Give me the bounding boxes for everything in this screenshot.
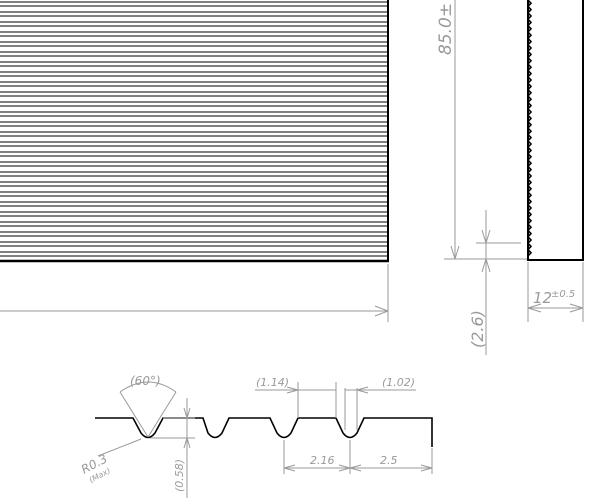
groove-detail: (60°) R0.3 (Max) (0.58) (1.14) (1.02) 2.… <box>79 374 433 498</box>
pitch-small-label: 2.16 <box>310 454 335 467</box>
offset-dimension-arrow-bottom <box>481 258 491 273</box>
thickness-tolerance-label: ±0.5 <box>551 289 575 300</box>
groove-lines <box>0 1 388 257</box>
bottom-width-label: (1.02) <box>382 376 415 389</box>
height-dimension-arrow <box>450 245 460 260</box>
width-dimension-arrow <box>374 305 389 317</box>
pitch-large-label: 2.5 <box>380 454 398 467</box>
angle-label: (60°) <box>130 374 161 388</box>
thickness-arrow-right <box>569 303 584 313</box>
top-width-label: (1.14) <box>256 376 289 389</box>
front-view <box>0 0 389 322</box>
top-width-arrow <box>286 386 299 394</box>
depth-label: (0.58) <box>173 459 186 492</box>
angle-leg-left <box>119 391 149 438</box>
angle-leg-right <box>147 391 177 438</box>
depth-arrow-top <box>183 407 191 419</box>
thickness-arrow-left <box>527 303 542 313</box>
height-dimension-label: 85.0± <box>436 3 456 55</box>
radius-leader <box>97 438 142 457</box>
thickness-label: 12 <box>533 289 552 307</box>
depth-arrow-bottom <box>183 437 191 449</box>
side-view: 85.0± (2.6) 12 ±0.5 <box>436 0 584 355</box>
offset-dimension-arrow-top <box>481 229 491 244</box>
angle-arc <box>119 381 177 393</box>
bottom-width-arrow <box>356 386 369 394</box>
side-profile-teeth <box>526 0 533 257</box>
offset-dimension-label: (2.6) <box>468 310 487 348</box>
pitch-arrows <box>283 464 433 472</box>
groove-profile <box>95 417 433 447</box>
